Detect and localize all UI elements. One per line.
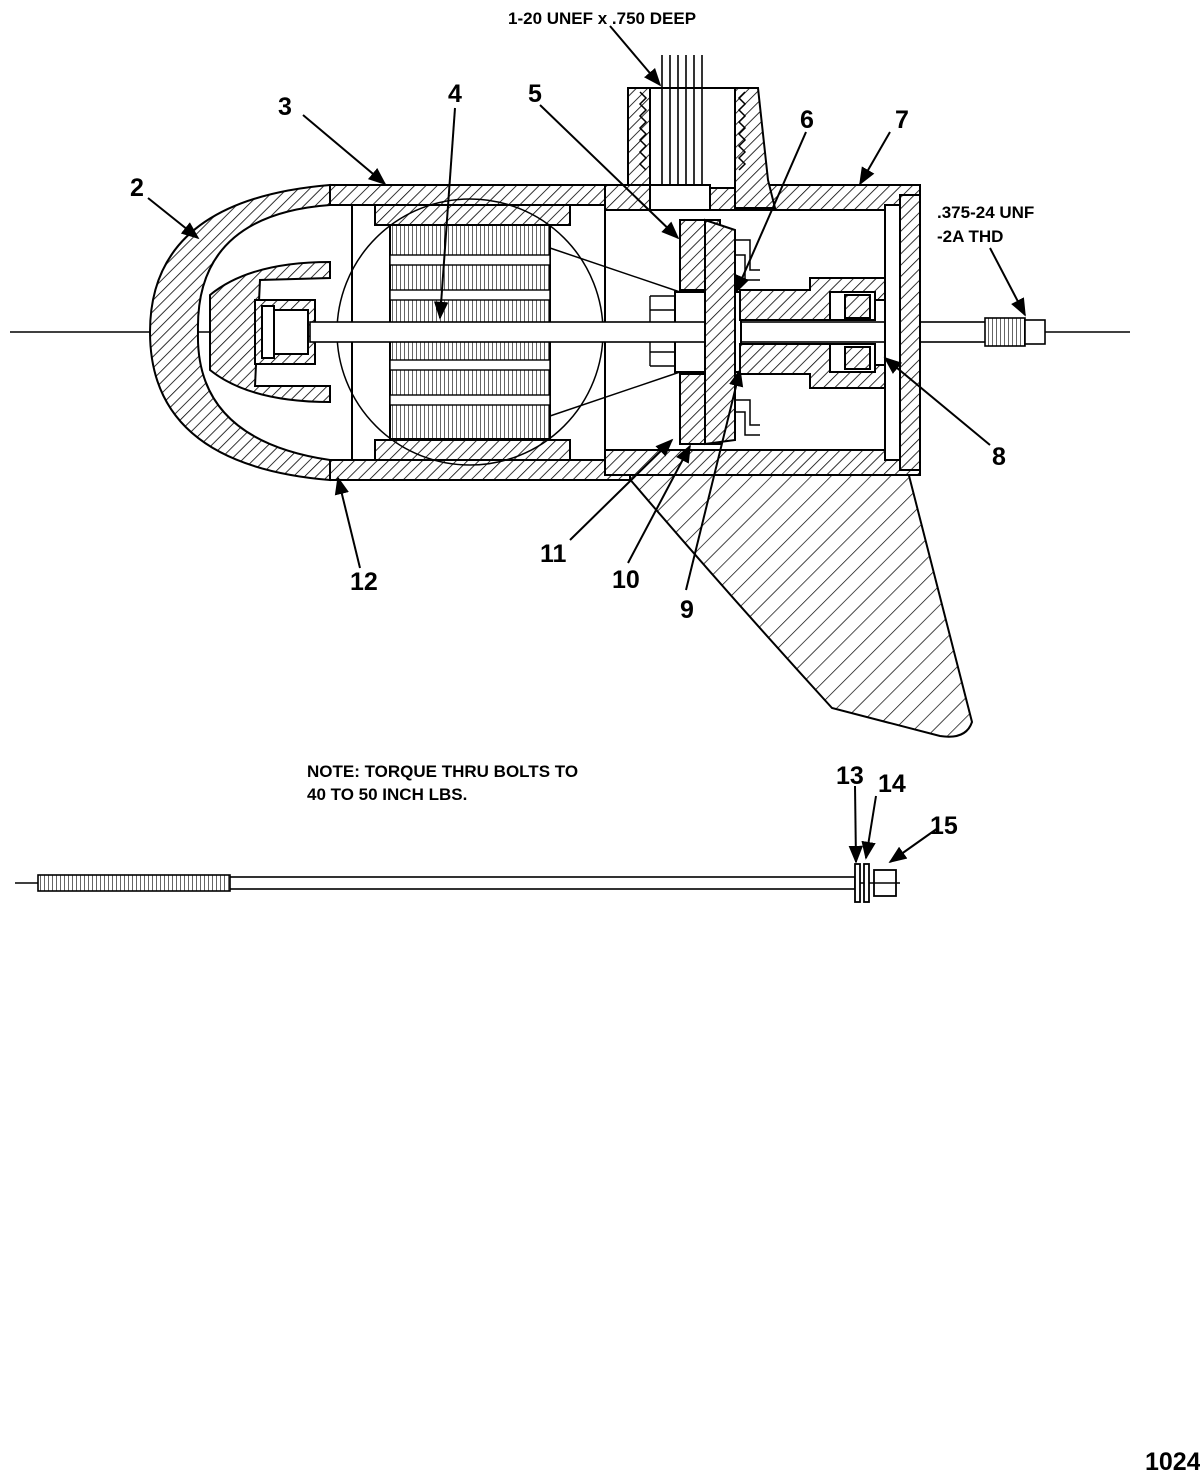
rear-seal-hatch-top (844, 294, 871, 319)
armature-windings-taper (549, 247, 681, 417)
upper-thread-right (737, 91, 747, 171)
upper-tube-collar (649, 184, 711, 211)
shaft-thread-spec-line2: -2A THD (937, 227, 1003, 246)
callout-5: 5 (528, 80, 542, 108)
torque-note-line2: 40 TO 50 INCH LBS. (307, 785, 467, 804)
callout-13: 13 (836, 762, 864, 790)
brush-plate-bevel (704, 218, 736, 446)
shaft-thread-spec-line1: .375-24 UNF (937, 203, 1034, 222)
brush-leads (735, 239, 760, 436)
figure-number: 1024 (1145, 1448, 1200, 1476)
magnet-bottom (374, 439, 571, 461)
thru-bolt-threads (37, 874, 231, 892)
callout-8: 8 (992, 443, 1006, 471)
rear-seal-hatch-bottom (844, 346, 871, 370)
callout-2: 2 (130, 174, 144, 202)
rear-housing-bottom-wall (604, 449, 921, 476)
housing-tube-top (329, 184, 631, 206)
rear-end-cap-inner (884, 204, 901, 461)
callout-6: 6 (800, 106, 814, 134)
callout-4: 4 (448, 80, 462, 108)
shaft-threaded-end (984, 317, 1026, 347)
leader-lines (147, 25, 1026, 864)
nose-cone-inner-web (209, 260, 331, 404)
flat-washer (854, 863, 861, 903)
callout-9: 9 (680, 596, 694, 624)
upper-tube-mount (627, 87, 651, 186)
callout-3: 3 (278, 93, 292, 121)
thru-bolt-shank (229, 876, 856, 890)
magnet-top (374, 204, 571, 226)
upper-tube-bore (649, 87, 736, 189)
housing-tube-bottom (329, 459, 631, 481)
shaft-tip (1024, 319, 1046, 345)
callout-10: 10 (612, 566, 640, 594)
skeg-fin (621, 459, 974, 738)
callout-12: 12 (350, 568, 378, 596)
rear-end-cap (899, 194, 921, 471)
upper-thread-left (638, 91, 648, 171)
lock-washer (863, 863, 870, 903)
callout-7: 7 (895, 106, 909, 134)
callout-15: 15 (930, 812, 958, 840)
torque-note-line1: NOTE: TORQUE THRU BOLTS TO (307, 762, 578, 781)
callout-11: 11 (540, 540, 567, 568)
upper-tube-wires (661, 55, 703, 188)
nose-bearing (261, 305, 275, 359)
top-thread-spec: 1-20 UNEF x .750 DEEP (508, 9, 696, 28)
callout-14: 14 (878, 770, 906, 798)
nose-bearing-race (273, 309, 309, 355)
